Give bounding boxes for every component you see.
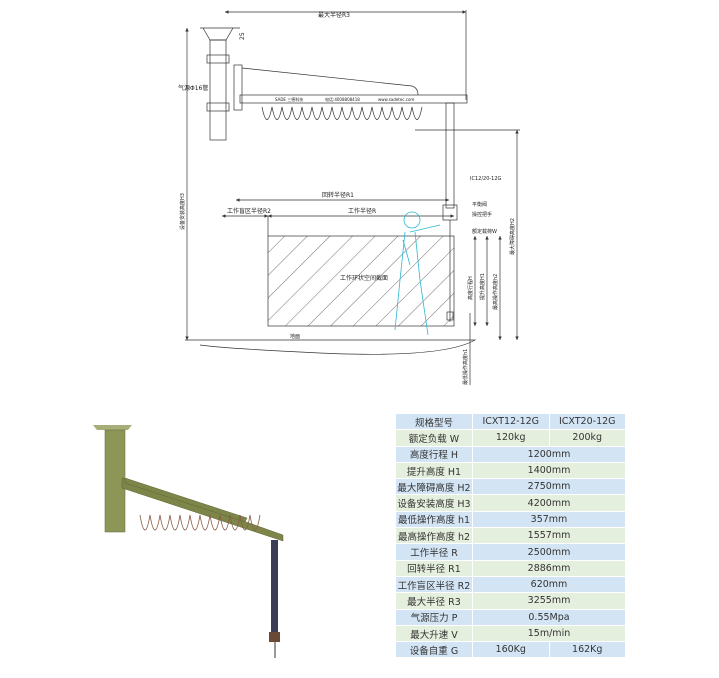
label-handle: 操控把手 [472,211,492,218]
row-label: 气源压力 P [396,609,472,625]
column-drawing [200,27,240,141]
label-h2-low: 最高操作高度h2 [492,274,499,310]
row-value: 2750mm [473,479,625,495]
row-label: 最大半径 R3 [396,593,472,609]
label-r2: 工作盲区半径R2 [227,207,271,215]
label-phone: 电话:4008808418 [325,96,360,102]
row-value: 1400mm [473,462,625,479]
label-ground: 地面 [290,333,300,340]
row-label: 最大升速 V [396,625,472,642]
row-value: 1557mm [473,528,625,544]
row-value: 357mm [473,511,625,528]
row-label: 提升高度 H1 [396,462,472,479]
label-h1-low: 最低操作高度h1 [462,349,469,385]
row-label: 回转半径 R1 [396,560,472,576]
row-value: 2500mm [473,544,625,560]
row-label: 额定负载 W [396,430,472,446]
label-workspace: 工作环状空间截面 [340,274,388,282]
row-label: 工作半径 R [396,544,472,560]
row-label: 工作盲区半径 R2 [396,576,472,593]
row-value: 4200mm [473,495,625,511]
row-label: 最大障碍高度 H2 [396,479,472,495]
row-label: 高度行程 H [396,446,472,462]
row-value: 162Kg [549,642,625,658]
ground-line [185,339,477,355]
header-label: 规格型号 [396,414,472,430]
workspace-hatch [267,235,455,327]
label-r1: 回转半径R1 [322,191,354,199]
label-r3: 最大半径R3 [318,11,350,19]
row-value: 0.55Mpa [473,609,625,625]
label-model: IC12/20-12G [470,176,502,182]
row-label: 设备自重 G [396,642,472,658]
label-25: 25 [239,32,246,40]
row-value: 620mm [473,576,625,593]
row-value: 160Kg [473,642,549,658]
row-value: 200kg [549,430,625,446]
row-label: 设备安装高度 H3 [396,495,472,511]
label-air-supply: 气源Φ16管 [178,84,208,92]
label-h1-cap: 提升高度H1 [479,273,486,300]
header-model: ICXT20-12G [549,414,625,430]
row-value: 1200mm [473,446,625,462]
label-h3: 设备安装高度H3 [179,193,186,230]
label-valve: 平衡阀 [472,201,487,208]
label-h: 高度行程H [467,276,474,300]
row-label: 最高操作高度 h2 [396,528,472,544]
label-brand: SADE 三德科技 [275,96,303,102]
worker-figure [394,211,441,336]
label-load: 额定载荷W [472,228,497,235]
crane-3d-render [93,425,284,658]
row-value: 15m/min [473,625,625,642]
label-r: 工作半径R [348,207,376,215]
header-model: ICXT12-12G [473,414,549,430]
row-value: 120kg [473,430,549,446]
label-web: www.sadetec.com [378,97,414,102]
row-label: 最低操作高度 h1 [396,511,472,528]
row-value: 2886mm [473,560,625,576]
label-h2-cap: 最大障碍高度H2 [509,218,516,255]
row-value: 3255mm [473,593,625,609]
